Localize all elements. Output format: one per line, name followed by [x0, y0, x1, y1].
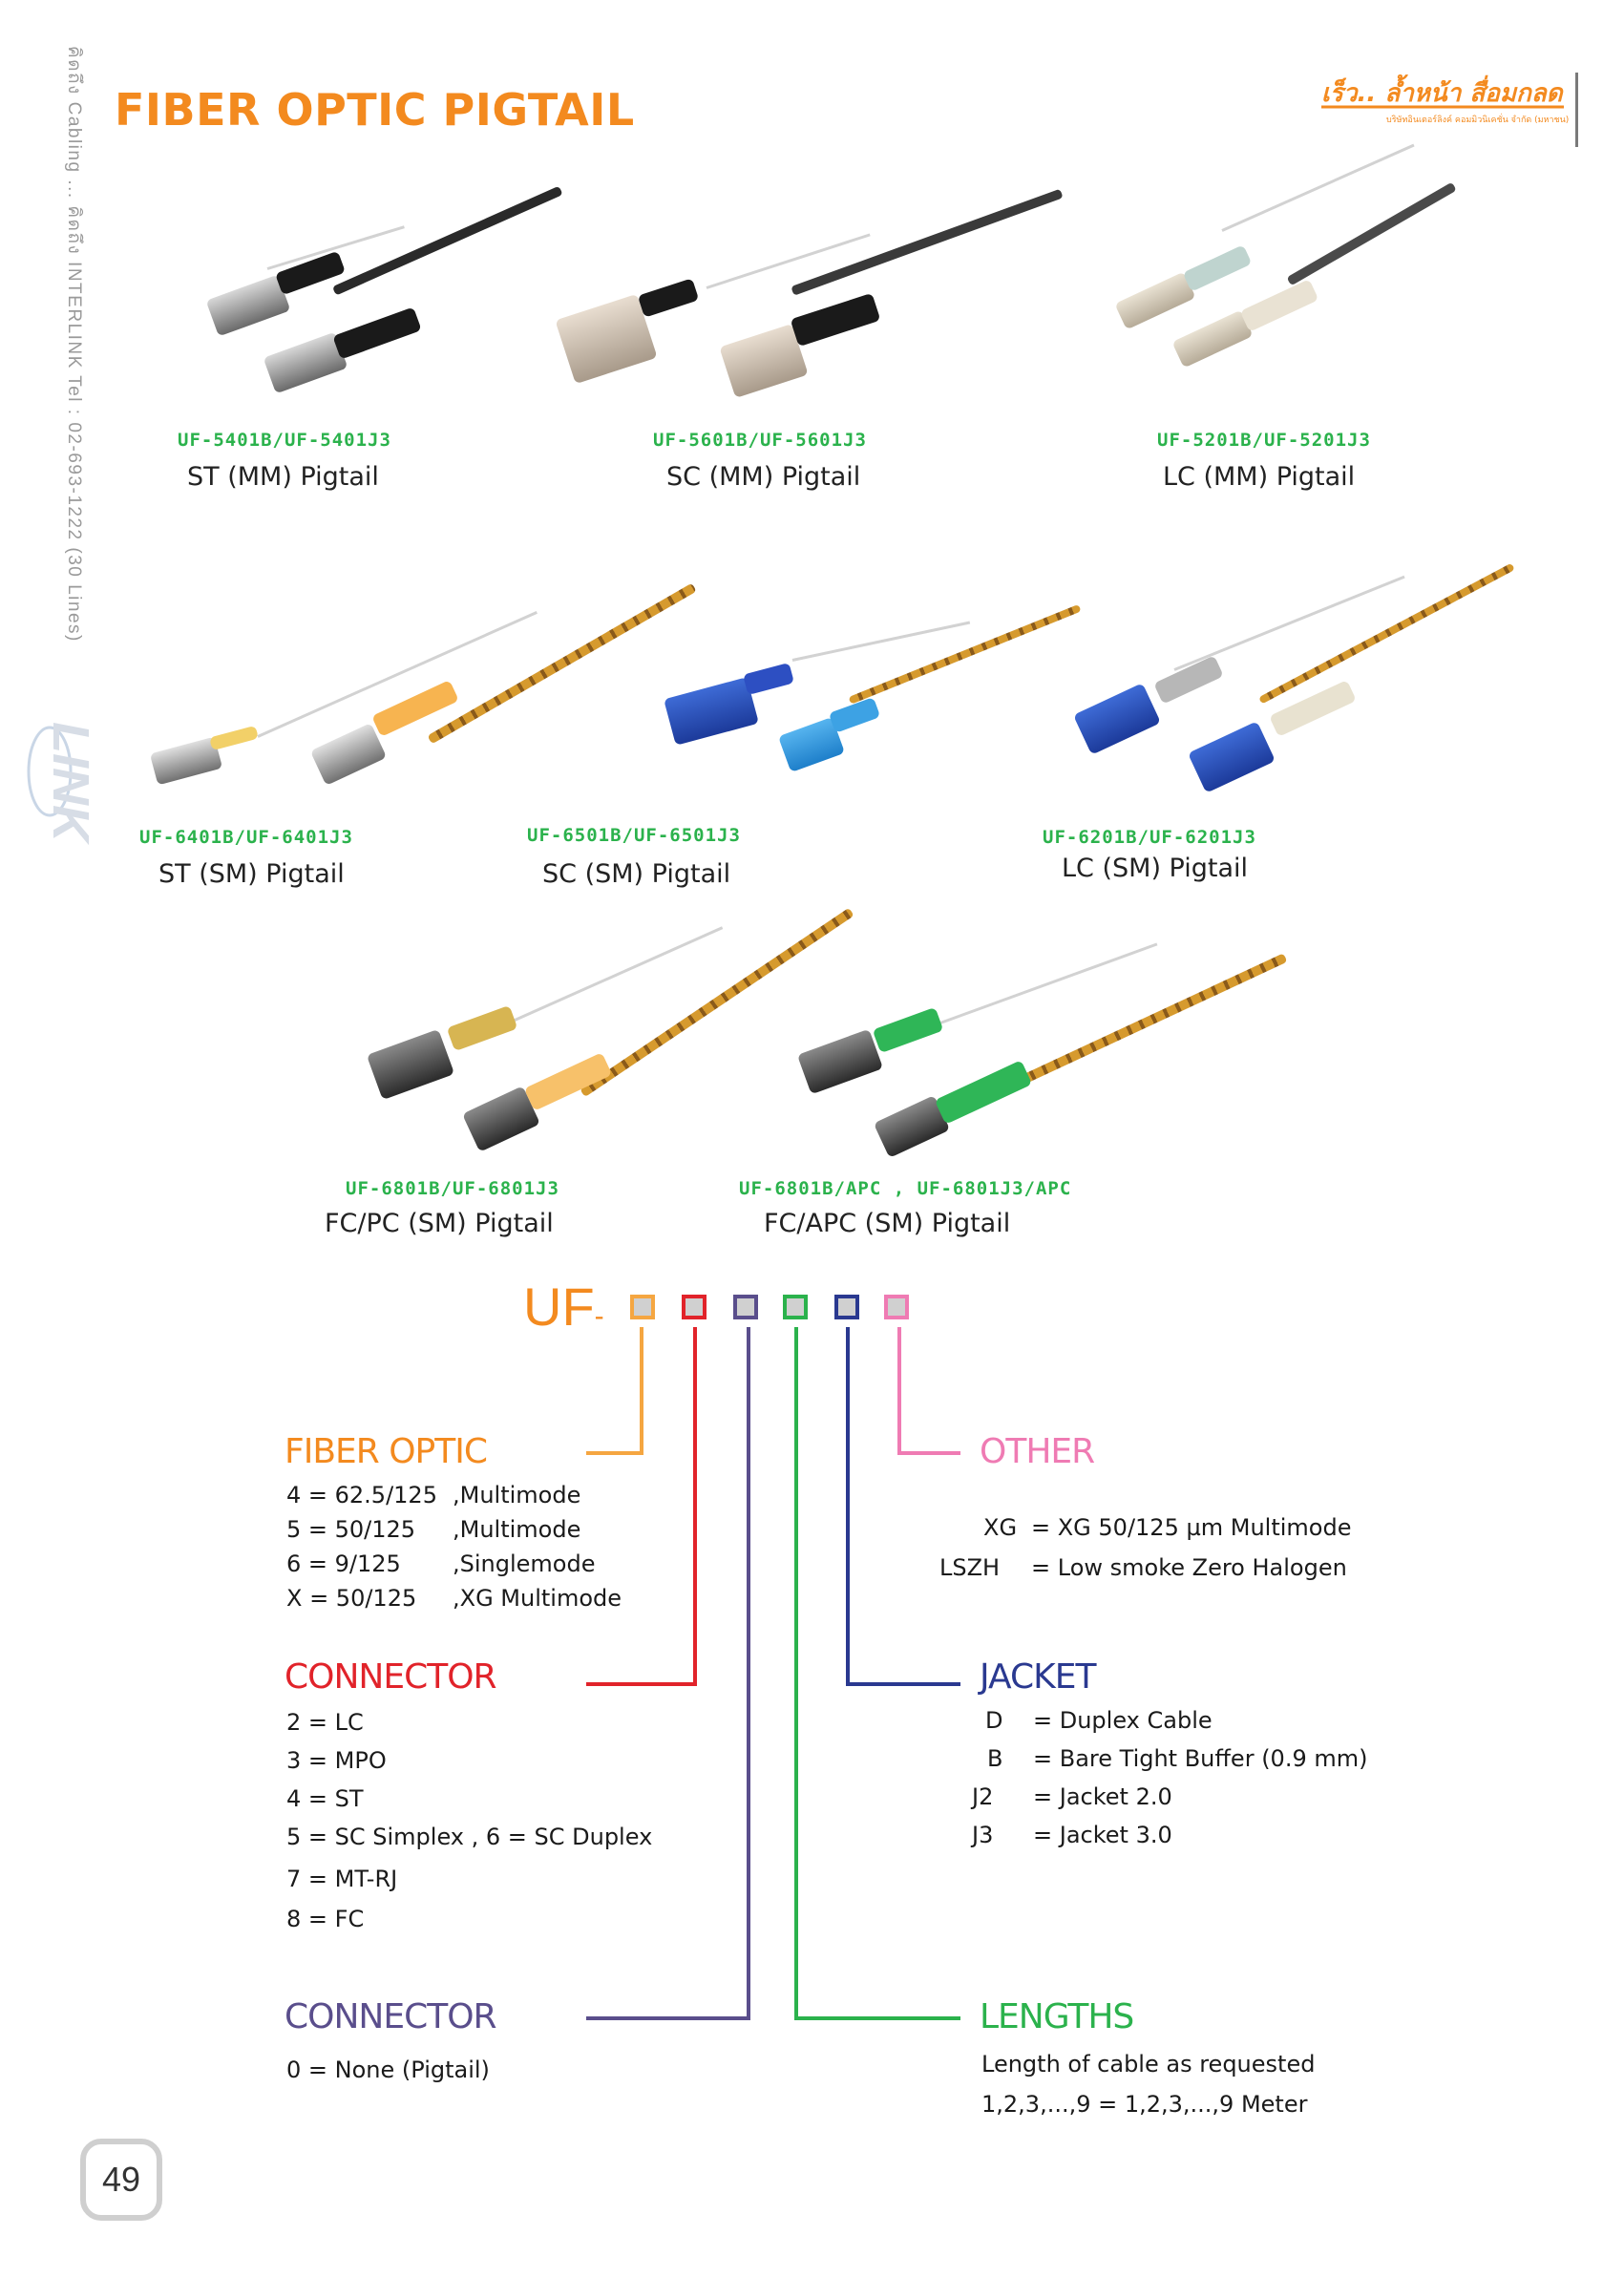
jacket-row-key: J2: [972, 1783, 994, 1810]
jacket-row-key: B: [987, 1745, 1003, 1772]
product-code: UF-5601B/UF-5601J3: [653, 430, 867, 451]
product-name: ST (MM) Pigtail: [187, 462, 379, 492]
section-title-connector-none: CONNECTOR: [285, 1997, 497, 2036]
connector-row: 2 = LC: [286, 1709, 364, 1736]
product-code: UF-6801B/APC , UF-6801J3/APC: [739, 1178, 1072, 1199]
page-title: FIBER OPTIC PIGTAIL: [115, 84, 635, 136]
page-number: 49: [80, 2139, 162, 2221]
section-title-other: OTHER: [980, 1432, 1095, 1471]
connector-row: 4 = ST: [286, 1785, 364, 1812]
product-name: ST (SM) Pigtail: [158, 859, 345, 889]
fiber-row-key: 6 = 9/125: [286, 1550, 401, 1577]
lengths-row: Length of cable as requested: [981, 2051, 1316, 2078]
link-logo: LINK: [21, 714, 99, 876]
product-name: LC (SM) Pigtail: [1062, 854, 1249, 883]
other-row-key: XG: [983, 1514, 1018, 1541]
fiber-row-key: X = 50/125: [286, 1585, 417, 1612]
other-row-value: = XG 50/125 µm Multimode: [1031, 1514, 1352, 1541]
product-code: UF-6401B/UF-6401J3: [139, 827, 353, 848]
link-logo-text: LINK: [42, 722, 97, 846]
fiber-row-key: 5 = 50/125: [286, 1516, 416, 1543]
code-box-other: [884, 1295, 909, 1319]
section-title-fiber-optic: FIBER OPTIC: [285, 1432, 488, 1471]
jacket-row-key: D: [985, 1707, 1003, 1734]
other-row-key: LSZH: [939, 1554, 1001, 1581]
code-box-fiber: [630, 1295, 655, 1319]
section-title-lengths: LENGTHS: [980, 1997, 1134, 2036]
fiber-row-key: 4 = 62.5/125: [286, 1482, 437, 1508]
logo-subtext: บริษัทอินเตอร์ลิงค์ คอมมิวนิเคชั่น จำกัด…: [1386, 113, 1569, 125]
code-box-length: [783, 1295, 808, 1319]
code-box-connector: [682, 1295, 707, 1319]
header-divider: [1575, 73, 1578, 147]
jacket-row-value: = Jacket 3.0: [1033, 1822, 1172, 1848]
product-code: UF-5201B/UF-5201J3: [1157, 430, 1371, 451]
product-name: LC (MM) Pigtail: [1163, 462, 1356, 492]
jacket-row-value: = Jacket 2.0: [1033, 1783, 1172, 1810]
fiber-row-value: ,Singlemode: [453, 1550, 596, 1577]
product-code: UF-6801B/UF-6801J3: [346, 1178, 559, 1199]
jacket-row-value: = Bare Tight Buffer (0.9 mm): [1033, 1745, 1368, 1772]
code-prefix: UF-: [523, 1276, 604, 1337]
product-name: SC (SM) Pigtail: [542, 859, 731, 889]
connector-none-row: 0 = None (Pigtail): [286, 2057, 490, 2083]
connector-row: 8 = FC: [286, 1906, 365, 1932]
section-title-connector: CONNECTOR: [285, 1657, 497, 1697]
product-name: FC/APC (SM) Pigtail: [764, 1209, 1011, 1238]
fiber-row-value: ,Multimode: [453, 1482, 581, 1508]
brand-logo: เร็ว.. ล้ำหน้า สื่อมกลด บริษัทอินเตอร์ลิ…: [1316, 69, 1573, 134]
logo-text: เร็ว.. ล้ำหน้า สื่อมกลด: [1321, 74, 1565, 108]
product-code: UF-6201B/UF-6201J3: [1043, 827, 1256, 848]
section-title-jacket: JACKET: [980, 1657, 1096, 1697]
product-code: UF-6501B/UF-6501J3: [527, 825, 741, 846]
product-name: FC/PC (SM) Pigtail: [325, 1209, 554, 1238]
code-box-connector-none: [733, 1295, 758, 1319]
connector-row: 5 = SC Simplex , 6 = SC Duplex: [286, 1824, 653, 1850]
connector-row: 7 = MT-RJ: [286, 1866, 398, 1892]
code-box-jacket: [834, 1295, 859, 1319]
connector-row: 3 = MPO: [286, 1747, 387, 1774]
product-code: UF-5401B/UF-5401J3: [178, 430, 391, 451]
jacket-row-value: = Duplex Cable: [1033, 1707, 1213, 1734]
fiber-row-value: ,XG Multimode: [453, 1585, 622, 1612]
product-name: SC (MM) Pigtail: [666, 462, 861, 492]
lengths-row: 1,2,3,...,9 = 1,2,3,...,9 Meter: [981, 2091, 1308, 2118]
other-row-value: = Low smoke Zero Halogen: [1031, 1554, 1347, 1581]
fiber-row-value: ,Multimode: [453, 1516, 581, 1543]
jacket-row-key: J3: [972, 1822, 994, 1848]
